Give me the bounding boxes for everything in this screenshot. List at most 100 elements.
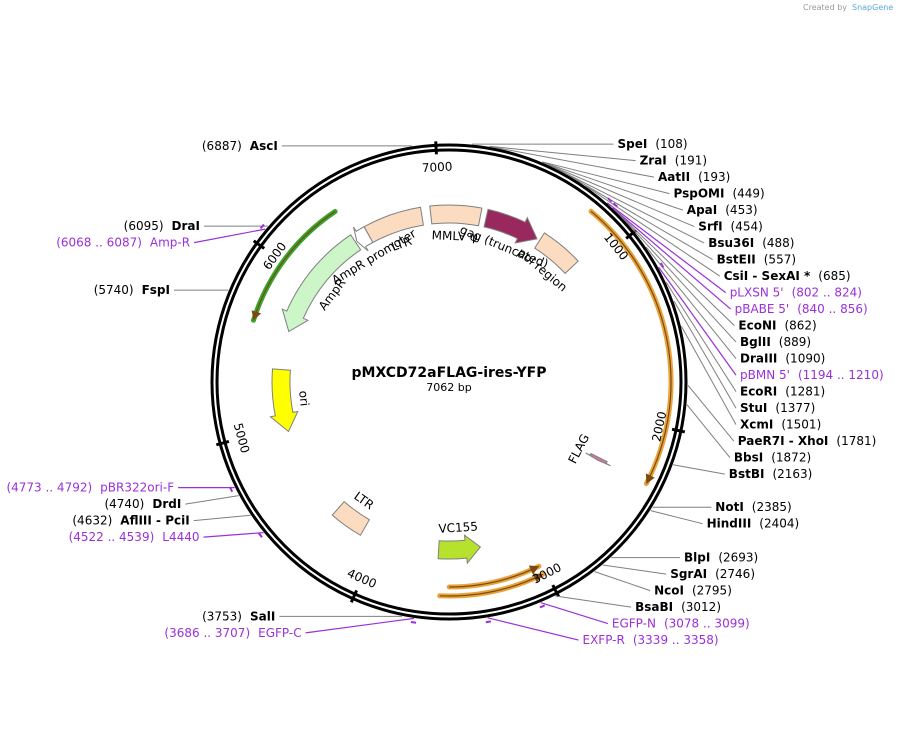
primer-name: EGFP-N	[612, 617, 656, 631]
orf-arrow-core	[590, 210, 672, 484]
enzyme-name: SgrAI	[670, 567, 707, 581]
enzyme-connector	[687, 384, 735, 442]
enzyme-connector	[193, 514, 251, 522]
tick-mark	[215, 440, 230, 447]
enzyme-connector	[542, 161, 695, 228]
enzyme-connector	[602, 564, 667, 575]
feature-label: LTR	[351, 489, 376, 512]
primer-name: EGFP-C	[258, 626, 301, 640]
primer-range: (6068 .. 6087)	[56, 236, 142, 250]
enzyme-position: (1501)	[781, 418, 821, 432]
primer-site-mark	[229, 486, 234, 493]
enzyme-label: BstBI (2163)	[729, 467, 813, 481]
feature-label: VC155	[438, 519, 478, 535]
primer-label: (6068 .. 6087)Amp-R	[56, 236, 190, 250]
enzyme-label: SrfI(454)	[698, 220, 763, 234]
primer-range: (4773 .. 4792)	[6, 481, 92, 495]
primer-name: EXFP-R	[583, 633, 625, 647]
enzyme-connector	[594, 571, 651, 592]
primer-label: pBMN 5'(1194 .. 1210)	[740, 368, 884, 382]
primer-label: pLXSN 5'(802 .. 824)	[730, 286, 862, 300]
enzyme-connector	[542, 161, 683, 211]
orf-arrowhead	[645, 473, 655, 484]
tick-mark	[252, 239, 266, 250]
tick-label: 5000	[231, 422, 252, 455]
enzyme-position: (108)	[655, 137, 687, 151]
enzyme-name: BbsI	[734, 451, 763, 465]
enzyme-connector	[665, 281, 737, 392]
feature-ltr	[331, 500, 371, 536]
tick-mark	[434, 141, 438, 155]
enzyme-name: HindIII	[707, 517, 752, 531]
enzyme-position: (453)	[725, 203, 757, 217]
enzyme-connector	[562, 171, 713, 261]
tick-label: 7000	[422, 159, 453, 175]
primer-connector	[658, 266, 737, 376]
enzyme-position: (2404)	[759, 517, 799, 531]
primer-connector	[487, 617, 579, 641]
enzyme-connector	[618, 213, 737, 343]
enzyme-name: PaeR7I - XhoI	[738, 434, 829, 448]
feature-pol-region	[534, 232, 579, 275]
enzyme-position: (2163)	[772, 467, 812, 481]
tick-mark	[551, 584, 561, 598]
enzyme-name: BlpI	[684, 551, 710, 565]
tick-label: 4000	[345, 566, 379, 591]
enzyme-position: (191)	[675, 154, 707, 168]
enzyme-label: NcoI(2795)	[654, 584, 732, 598]
primer-site-mark	[485, 620, 492, 624]
plasmid-length: 7062 bp	[426, 381, 471, 394]
tick-label: 3000	[530, 560, 564, 586]
enzyme-label: AatII(193)	[658, 170, 730, 184]
enzyme-name: FspI	[142, 283, 170, 297]
primer-connector	[305, 617, 415, 634]
feature-mmlv	[429, 204, 483, 227]
enzyme-position: (862)	[784, 319, 816, 333]
enzyme-position: (5740)	[94, 283, 134, 297]
enzyme-name: DrdI	[152, 497, 181, 511]
enzyme-position: (3012)	[681, 600, 721, 614]
primer-range: (4522 .. 4539)	[69, 530, 155, 544]
enzyme-label: (4632) AflIII - PciI	[72, 514, 189, 528]
primer-range: (840 .. 856)	[797, 302, 867, 316]
enzyme-name: BsaBI	[635, 600, 673, 614]
enzyme-label: (6887)AscI	[202, 139, 278, 153]
enzyme-connector	[549, 164, 705, 244]
enzyme-label: (3753) SalI	[202, 609, 275, 623]
enzyme-name: AflIII - PciI	[120, 514, 189, 528]
primer-connector	[203, 532, 264, 538]
primer-connector	[540, 602, 609, 625]
primer-name: pLXSN 5'	[730, 286, 784, 300]
enzyme-position: (1872)	[771, 451, 811, 465]
enzyme-name: SalI	[250, 609, 275, 623]
primer-range: (3078 .. 3099)	[664, 617, 750, 631]
enzyme-label: NotI(2385)	[715, 500, 791, 514]
feature-ampr	[281, 234, 362, 333]
enzyme-position: (3753)	[202, 609, 242, 623]
enzyme-label: ApaI (453)	[687, 203, 758, 217]
enzyme-name: ApaI	[687, 203, 717, 217]
enzyme-name: EcoRI	[740, 385, 777, 399]
feature-label: ori	[296, 390, 312, 407]
primer-label: pBABE 5'(840 .. 856)	[735, 302, 868, 316]
enzyme-name: BstBI	[729, 467, 765, 481]
enzyme-position: (557)	[764, 253, 796, 267]
orf-arrowhead	[251, 310, 262, 321]
enzyme-label: (6095)DraI	[124, 219, 200, 233]
enzyme-position: (4632)	[72, 514, 112, 528]
enzyme-name: DraIII	[740, 352, 777, 366]
enzyme-position: (454)	[731, 220, 763, 234]
enzyme-connector	[645, 246, 737, 359]
enzyme-name: NcoI	[654, 584, 684, 598]
primer-name: pBMN 5'	[740, 368, 790, 382]
enzyme-name: ZraI	[640, 154, 667, 168]
primer-label: (4522 .. 4539)L4440	[69, 530, 200, 544]
orf-arrowhead	[528, 565, 539, 575]
enzyme-label: XcmI(1501)	[740, 418, 821, 432]
enzyme-name: CsiI - SexAI *	[724, 269, 811, 283]
enzyme-label: ZraI (191)	[640, 154, 707, 168]
primer-label: (3686 .. 3707)EGFP-C	[164, 626, 301, 640]
plasmid-name: pMXCD72aFLAG-ires-YFP	[352, 365, 547, 381]
enzyme-name: BglII	[740, 335, 771, 349]
orf-arrows	[251, 208, 674, 599]
